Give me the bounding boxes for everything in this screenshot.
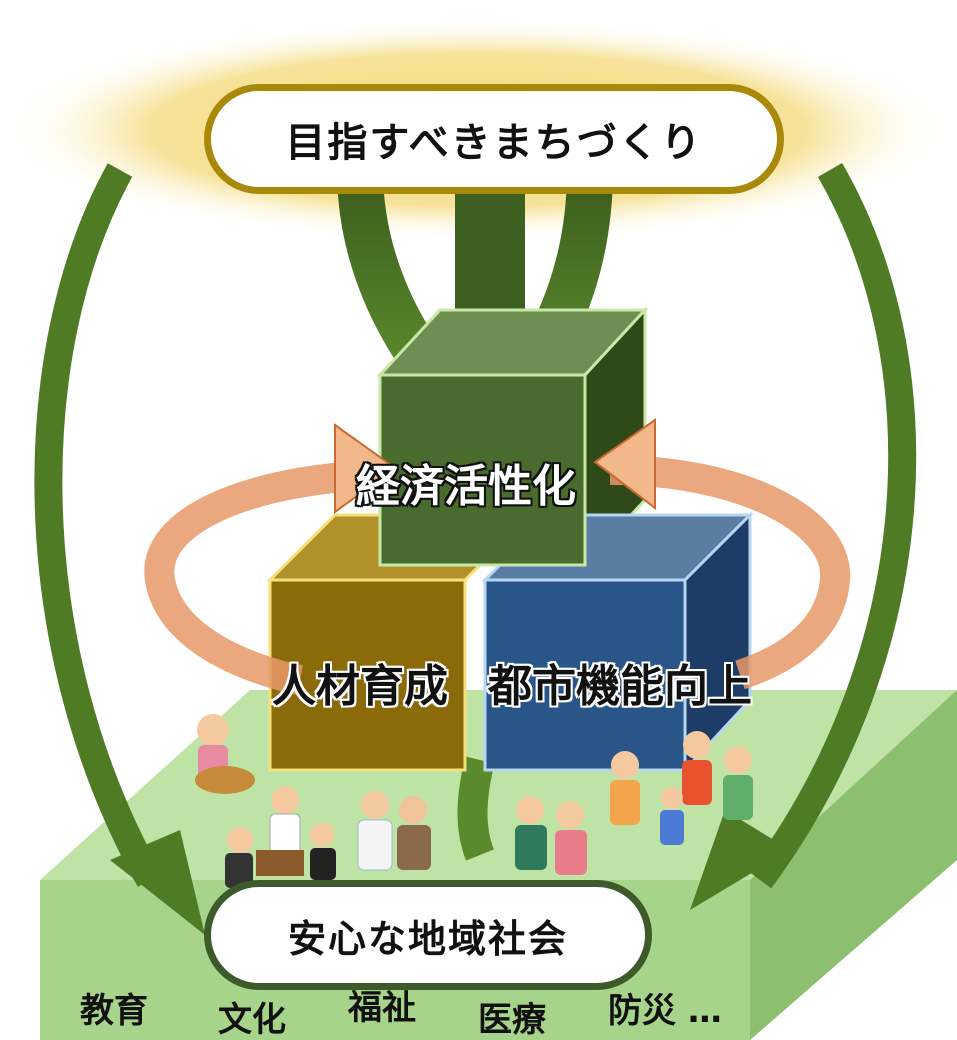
left-curve-arrowhead bbox=[110, 830, 205, 935]
foundation-side bbox=[750, 690, 957, 1040]
trunk-bottom-arrow bbox=[457, 756, 495, 861]
cycle-arrow-right-head bbox=[593, 418, 656, 511]
field-culture: 文化 bbox=[218, 1000, 286, 1040]
field-medical: 医療 bbox=[478, 1000, 546, 1040]
cube-left-front bbox=[268, 578, 467, 772]
people-group-left bbox=[195, 714, 336, 888]
left-curve-arrow bbox=[34, 163, 163, 887]
foundation-label: 安心な地域社会 bbox=[204, 880, 652, 990]
cycle-arrow-left-head bbox=[334, 423, 397, 514]
cube-top-front-overlay bbox=[378, 373, 587, 567]
field-education: 教育 bbox=[80, 991, 148, 1031]
people-group-right bbox=[610, 731, 753, 845]
people-group-center bbox=[357, 791, 587, 875]
field-disaster: 防災 … bbox=[608, 991, 722, 1031]
cube-right-label: 都市機能向上 bbox=[488, 661, 752, 712]
goal-label: 目指すべきまちづくり bbox=[204, 84, 784, 194]
right-curve-arrow bbox=[748, 162, 917, 889]
right-curve-arrowhead bbox=[690, 810, 790, 910]
cube-top-label: 経済活性化 bbox=[356, 461, 576, 512]
cube-left-label: 人材育成 bbox=[272, 661, 448, 712]
cycle-arrow-left bbox=[144, 460, 376, 695]
field-welfare: 福祉 bbox=[348, 988, 416, 1028]
cycle-arrow-right bbox=[609, 455, 851, 690]
